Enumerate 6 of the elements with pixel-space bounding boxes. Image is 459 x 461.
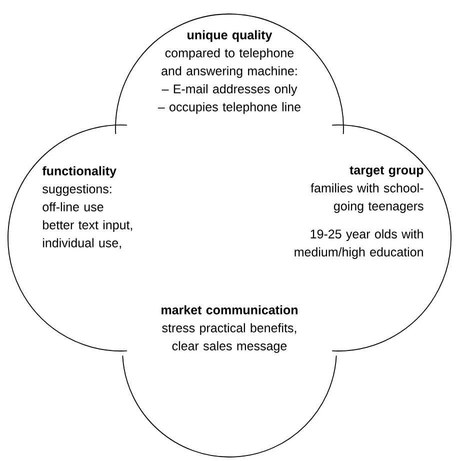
lobe-text: functionality suggestions: off-line use better text input, individual use, — [42, 166, 132, 249]
lobe-shape — [115, 14, 344, 134]
lobe-text: market communication stress practical benefits, clear sales message — [162, 305, 298, 353]
lobe-shape — [122, 355, 337, 458]
lobe-text: target group families with school-going teenagers 19-25 year olds with medium/high education — [294, 166, 424, 259]
lobe-text: unique quality compared to telephone and answering machine: – E-mail addresses only – occupies telephone line — [158, 30, 300, 114]
